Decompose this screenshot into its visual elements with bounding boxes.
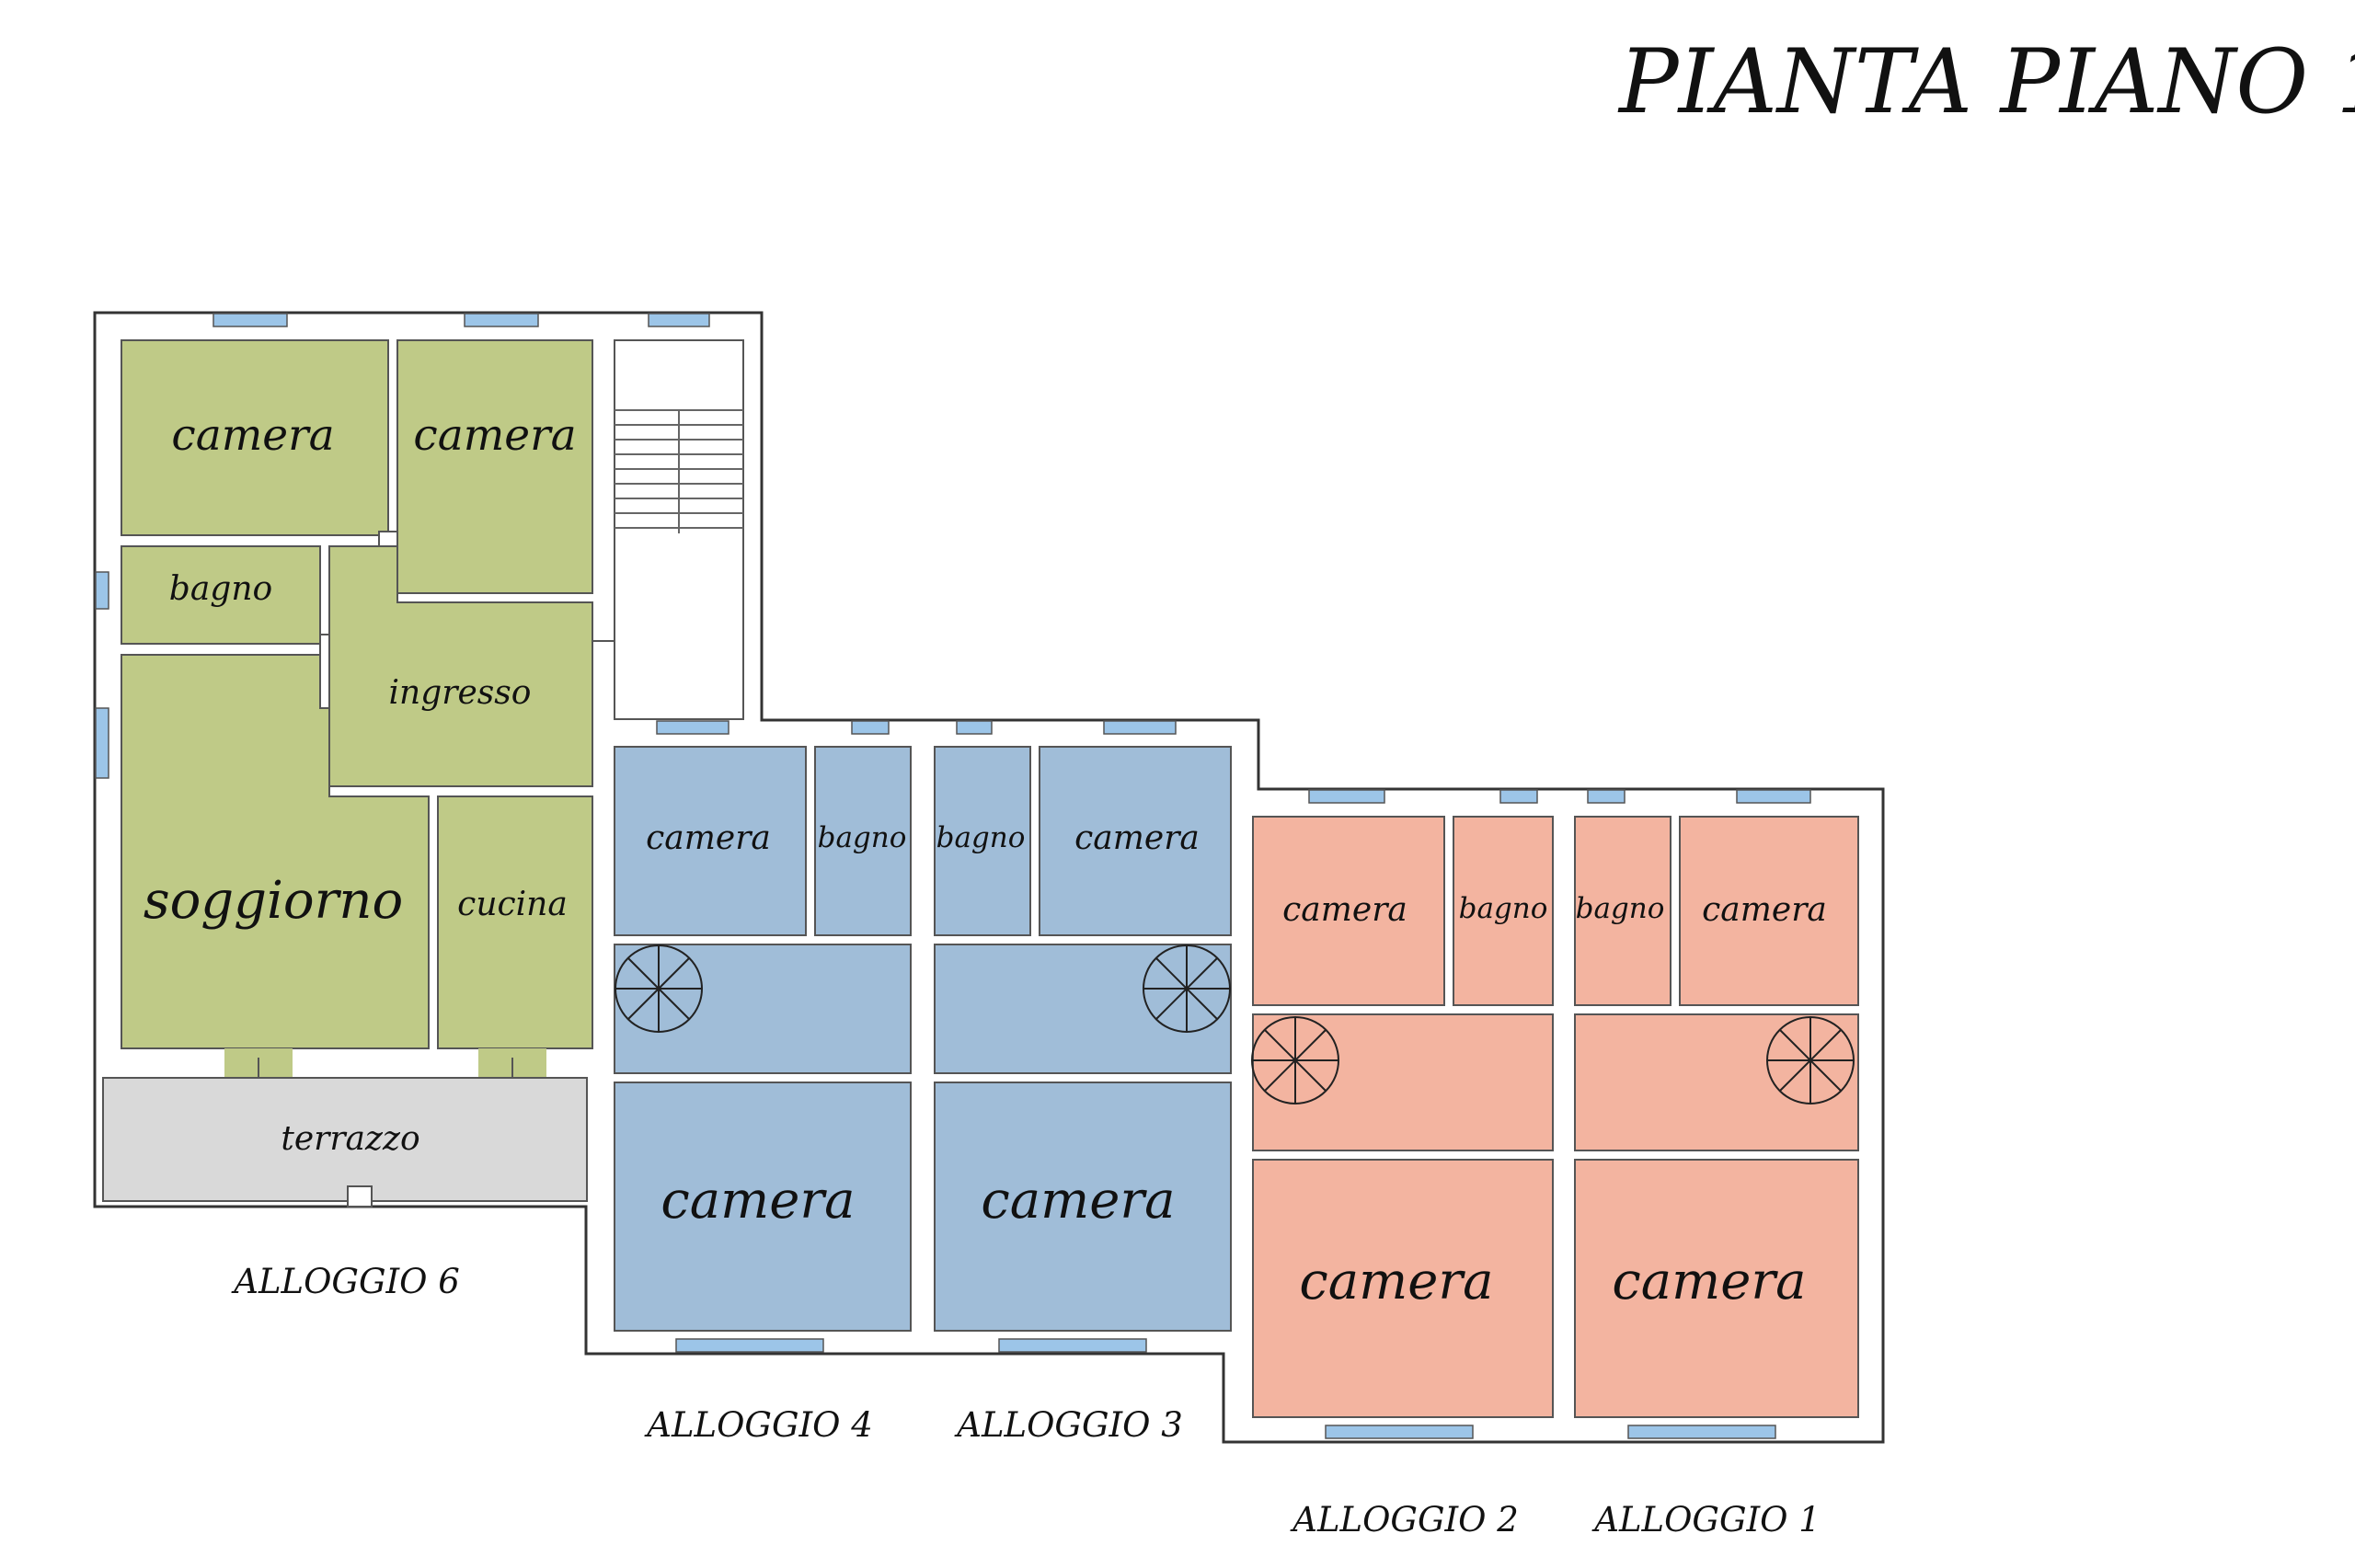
room-labels: camera camera bagno ingresso soggiorno c… xyxy=(144,410,1827,1311)
spiral-stair xyxy=(1766,1016,1855,1104)
label-alloggio-3: ALLOGGIO 3 xyxy=(954,1405,1183,1445)
room-camera-top xyxy=(1252,816,1445,1006)
alloggio-1 xyxy=(1574,816,1859,1418)
unit-labels: ALLOGGIO 6 ALLOGGIO 4 ALLOGGIO 3 ALLOGGI… xyxy=(231,1262,1821,1539)
window xyxy=(998,1338,1147,1353)
window xyxy=(1587,789,1626,804)
room-disimpegno xyxy=(934,944,1232,1074)
room-camera-bottom xyxy=(1252,1159,1554,1418)
terrace-notch xyxy=(347,1185,373,1207)
room-camera-2 xyxy=(396,339,593,594)
room-camera-top xyxy=(1039,746,1232,936)
alloggio-6 xyxy=(102,339,627,1207)
room-disimpegno xyxy=(614,944,912,1074)
window xyxy=(95,571,109,610)
label-a6-camera-2: camera xyxy=(413,410,576,461)
window xyxy=(1736,789,1811,804)
alloggio-4 xyxy=(614,746,912,1332)
label-a1-bagno: bagno xyxy=(1576,892,1665,925)
room-bagno xyxy=(1453,816,1554,1006)
label-a1-camera-bottom: camera xyxy=(1612,1252,1806,1311)
label-alloggio-1: ALLOGGIO 1 xyxy=(1591,1500,1821,1539)
room-camera-top xyxy=(1679,816,1859,1006)
label-a6-ingresso: ingresso xyxy=(389,674,532,712)
window xyxy=(1103,720,1177,735)
label-a6-camera-1: camera xyxy=(171,410,334,461)
window xyxy=(95,707,109,779)
label-a3-bagno: bagno xyxy=(936,821,1026,854)
room-bagno xyxy=(814,746,912,936)
window xyxy=(1308,789,1385,804)
window xyxy=(656,720,729,735)
label-alloggio-4: ALLOGGIO 4 xyxy=(644,1405,873,1445)
room-camera-bottom xyxy=(614,1082,912,1332)
spiral-stair xyxy=(615,944,703,1033)
label-alloggio-6: ALLOGGIO 6 xyxy=(231,1262,460,1301)
room-bagno xyxy=(121,545,321,645)
label-a4-camera-bottom: camera xyxy=(661,1171,855,1230)
label-a3-camera-bottom: camera xyxy=(981,1171,1175,1230)
window xyxy=(1627,1425,1776,1439)
room-bagno xyxy=(934,746,1031,936)
label-a6-bagno: bagno xyxy=(169,570,272,608)
room-camera-bottom xyxy=(1574,1159,1859,1418)
label-a4-bagno: bagno xyxy=(818,821,907,854)
spiral-stair xyxy=(1251,1016,1339,1104)
window xyxy=(1499,789,1538,804)
label-alloggio-2: ALLOGGIO 2 xyxy=(1290,1500,1519,1539)
room-camera-1 xyxy=(121,339,389,536)
window xyxy=(648,313,710,327)
alloggio-3 xyxy=(934,746,1232,1332)
spiral-stair xyxy=(1143,944,1231,1033)
wall-stub xyxy=(319,634,330,709)
window xyxy=(956,720,993,735)
room-bagno xyxy=(1574,816,1671,1006)
wall-stub xyxy=(378,531,398,547)
window xyxy=(1325,1425,1474,1439)
room-camera-bottom xyxy=(934,1082,1232,1332)
label-a6-cucina: cucina xyxy=(457,886,568,923)
label-a2-camera-bottom: camera xyxy=(1299,1252,1493,1311)
window xyxy=(851,720,890,735)
label-a3-camera-top: camera xyxy=(1074,819,1200,857)
window xyxy=(675,1338,824,1353)
label-a4-camera-top: camera xyxy=(646,819,771,857)
room-disimpegno xyxy=(1252,1013,1554,1151)
room-terrazzo xyxy=(102,1077,588,1202)
window xyxy=(213,313,288,327)
stairwell xyxy=(614,339,744,720)
window xyxy=(464,313,539,327)
label-a6-terrazzo: terrazzo xyxy=(281,1120,419,1158)
alloggio-2 xyxy=(1251,816,1554,1418)
label-a6-soggiorno: soggiorno xyxy=(144,871,403,931)
room-disimpegno xyxy=(1574,1013,1859,1151)
label-a2-camera-top: camera xyxy=(1282,891,1407,929)
plan-title: PIANTA PIANO 1° xyxy=(1617,30,2355,133)
label-a1-camera-top: camera xyxy=(1702,891,1827,929)
label-a2-bagno: bagno xyxy=(1459,892,1548,925)
room-camera-top xyxy=(614,746,807,936)
windows xyxy=(95,313,1811,1439)
stair-treads xyxy=(615,409,743,533)
